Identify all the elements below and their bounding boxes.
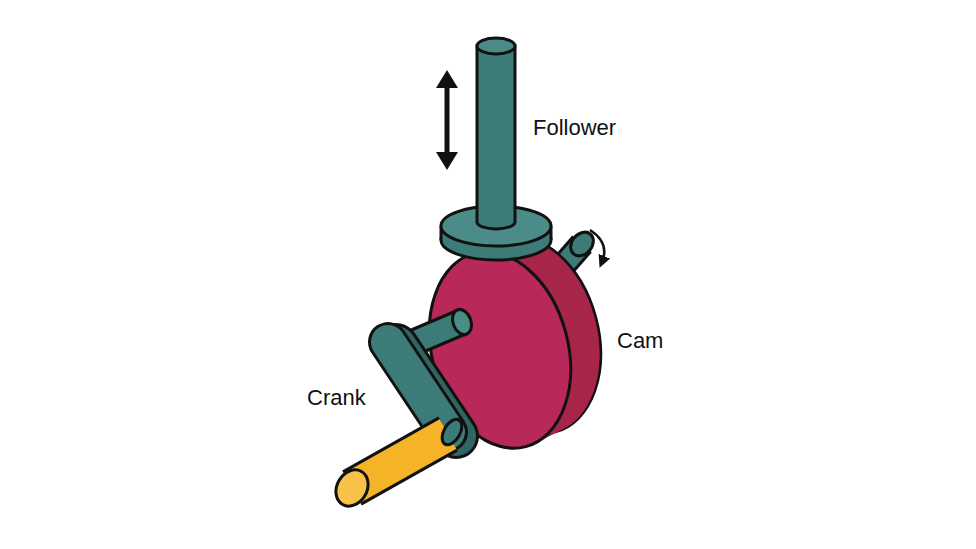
part-label: Crank [307,385,366,411]
crank-arm [388,342,456,436]
part-label: Follower [533,115,616,141]
shaft [415,307,475,342]
follower-rod [477,38,515,229]
part-label: Cam [617,328,663,354]
motion-arrow [436,70,458,170]
rotation-arrow [590,230,604,262]
crank-handle [330,416,466,512]
